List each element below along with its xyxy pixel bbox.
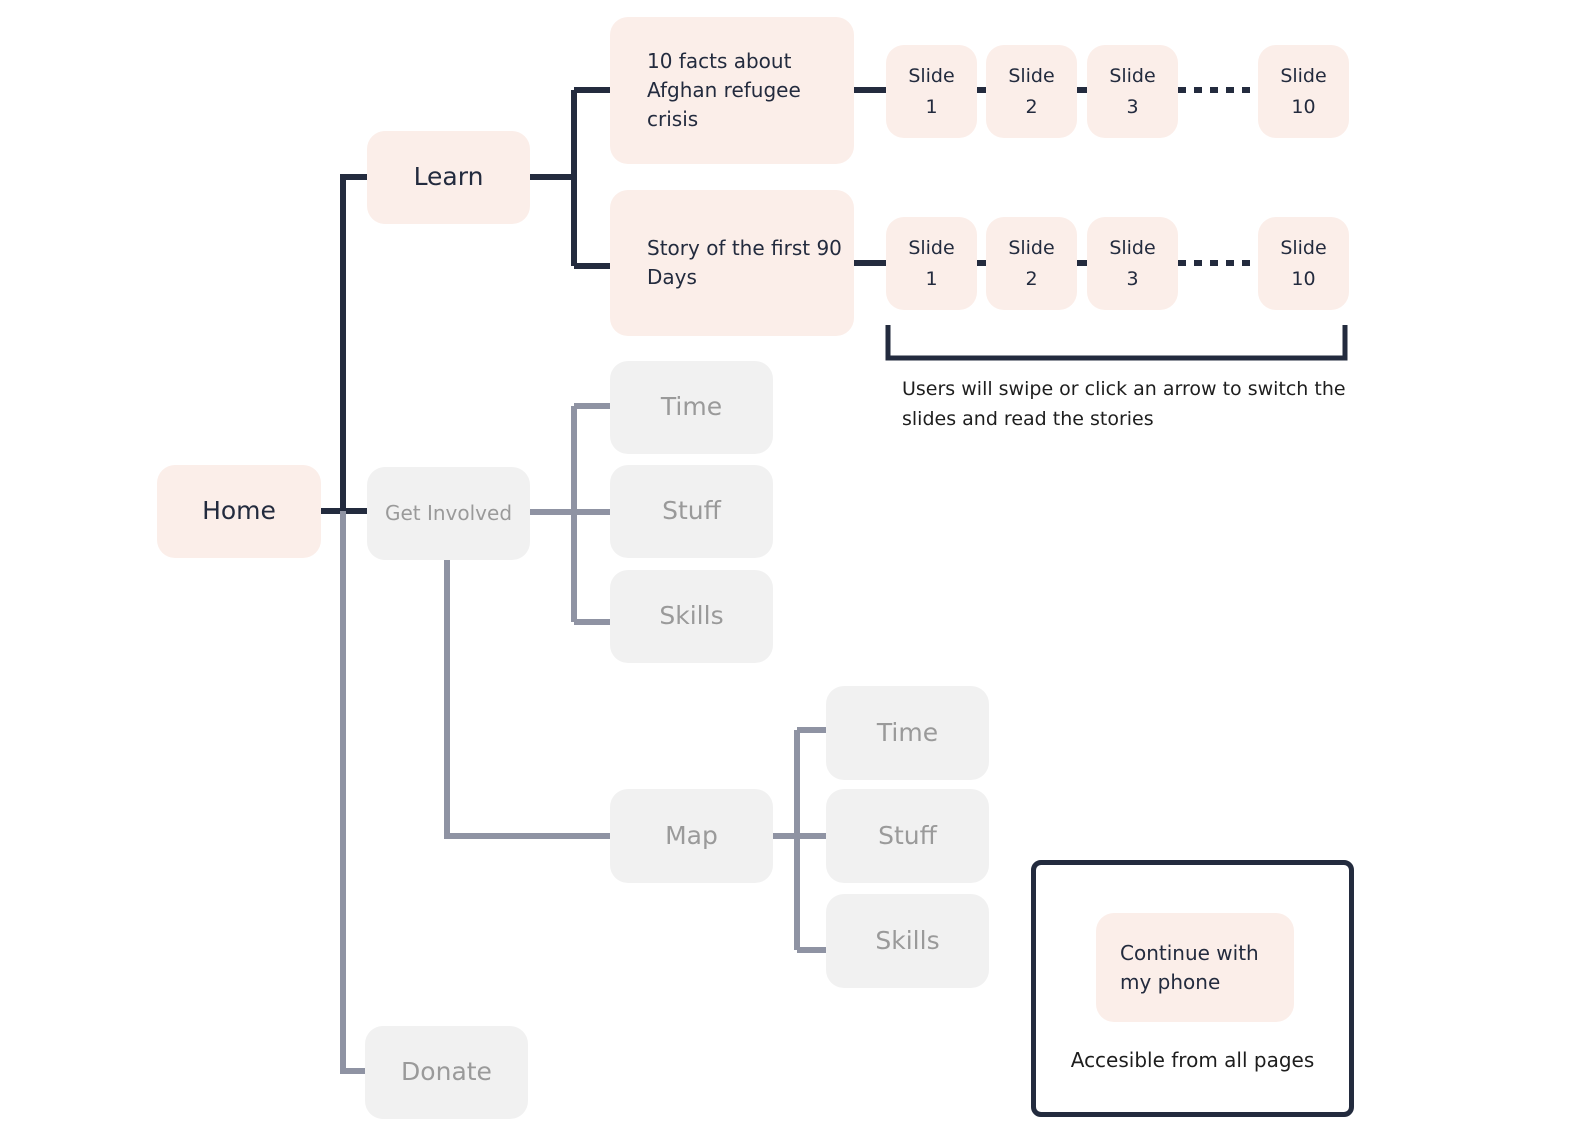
slide-label: Slide (908, 237, 955, 260)
donate-node: Donate (365, 1026, 528, 1119)
slide-number: 10 (1291, 267, 1316, 290)
get-involved-skills-node: Skills (610, 570, 773, 663)
facts-slide-10: Slide 10 (1258, 45, 1349, 138)
accessible-note: Accesible from all pages (1070, 1048, 1315, 1072)
connector-getinvolved-options (530, 403, 610, 625)
home-node: Home (157, 465, 321, 558)
slide-number: 10 (1291, 95, 1316, 118)
get-involved-stuff-node: Stuff (610, 465, 773, 558)
slides-bracket (885, 325, 1348, 361)
story-slide-3: Slide 3 (1087, 217, 1178, 310)
connector-getinvolved-map (444, 560, 610, 839)
continue-with-phone-button[interactable]: Continue with my phone (1096, 913, 1294, 1022)
facts-node: 10 facts about Afghan refugee crisis (610, 17, 854, 164)
get-involved-time-node: Time (610, 361, 773, 454)
connector-learn-branches (530, 87, 610, 269)
get-involved-node: Get Involved (367, 467, 530, 560)
map-skills-node: Skills (826, 894, 989, 988)
facts-slide-1: Slide 1 (886, 45, 977, 138)
slide-label: Slide (1280, 65, 1327, 88)
connector-map-options (773, 727, 826, 953)
facts-slide-2: Slide 2 (986, 45, 1077, 138)
slide-label: Slide (1109, 237, 1156, 260)
map-node: Map (610, 789, 773, 883)
story-slide-10: Slide 10 (1258, 217, 1349, 310)
slide-label: Slide (908, 65, 955, 88)
connector-home-learn (321, 174, 367, 514)
story-slide-1: Slide 1 (886, 217, 977, 310)
global-action-frame (1031, 860, 1354, 1117)
slide-number: 2 (1025, 267, 1038, 290)
slide-number: 3 (1126, 95, 1139, 118)
connector-home-donate (340, 511, 365, 1074)
slide-number: 1 (925, 267, 938, 290)
map-time-node: Time (826, 686, 989, 780)
slide-label: Slide (1280, 237, 1327, 260)
slide-label: Slide (1008, 237, 1055, 260)
swipe-note: Users will swipe or click an arrow to sw… (902, 378, 1346, 431)
facts-slide-3: Slide 3 (1087, 45, 1178, 138)
map-stuff-node: Stuff (826, 789, 989, 883)
slide-label: Slide (1008, 65, 1055, 88)
slide-label: Slide (1109, 65, 1156, 88)
slide-number: 1 (925, 95, 938, 118)
learn-node: Learn (367, 131, 530, 224)
slide-number: 3 (1126, 267, 1139, 290)
story-node: Story of the first 90 Days (610, 190, 854, 336)
story-slide-2: Slide 2 (986, 217, 1077, 310)
slide-number: 2 (1025, 95, 1038, 118)
